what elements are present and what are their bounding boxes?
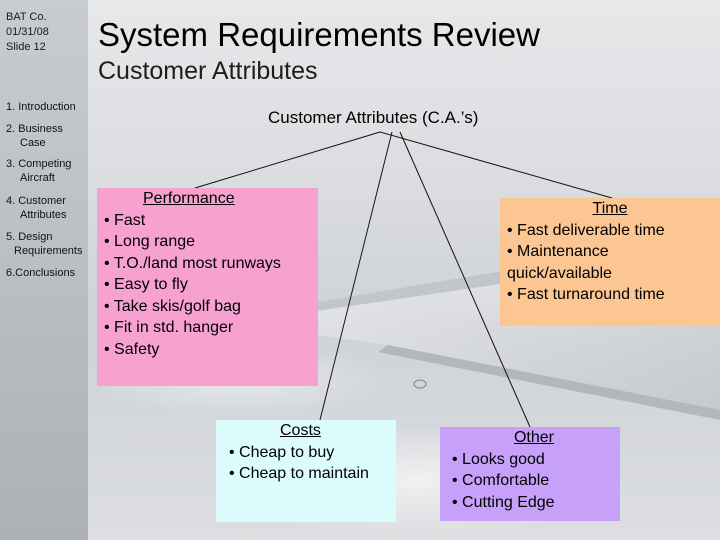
other-box: Other • Looks good • Comfortable • Cutti… [440,427,620,521]
nav-item-label-line2: Attributes [20,209,67,221]
connector-root-other [399,131,531,428]
performance-title: Performance [143,190,235,207]
connector-root-costs [319,131,393,421]
nav-item-introduction[interactable]: 1. Introduction [6,100,76,114]
performance-item: • Safety [104,340,160,358]
performance-box: Performance • Fast • Long range • T.O./l… [97,188,318,386]
nav-item-label-line2: Case [20,137,46,149]
time-item: • Fast turnaround time [507,286,665,303]
time-title: Time [592,200,628,217]
nav-item-label: 1. Introduction [6,101,76,113]
performance-item: • T.O./land most runways [104,254,281,272]
slide-date: 01/31/08 [6,26,49,38]
other-item: • Looks good [452,450,545,468]
time-box: Time • Fast deliverable time • Maintenan… [500,198,720,326]
connector-root-performance [194,131,381,189]
page-subtitle: Customer Attributes [98,57,318,85]
nav-item-label: 6.Conclusions [6,267,76,279]
other-title: Other [513,429,554,446]
nav-item-label-line2: Aircraft [20,172,55,184]
nav-item-design-requirements[interactable]: 5. Design Requirements [6,230,82,258]
company-name: BAT Co. [6,11,47,23]
nav-item-conclusions[interactable]: 6.Conclusions [6,266,75,280]
time-item: • Fast deliverable time [507,221,665,239]
time-item: quick/available [507,264,612,282]
sidebar [0,0,88,540]
tree-root-label: Customer Attributes (C.A.’s) [268,108,479,127]
costs-box: Costs • Cheap to buy • Cheap to maintain [216,420,396,522]
other-item: • Cutting Edge [452,493,555,511]
nav-item-label: 4. Customer [6,195,66,207]
nav-item-label: 2. Business [6,123,63,135]
slide-number: Slide 12 [6,41,46,53]
nav-item-business-case[interactable]: 2. Business Case [6,122,63,150]
performance-item: • Easy to fly [104,276,188,293]
costs-title: Costs [280,422,321,439]
page-title: System Requirements Review [98,16,540,53]
performance-item: • Fit in std. hanger [104,319,234,336]
slide-meta: BAT Co. 01/31/08 Slide 12 [6,10,49,55]
performance-item: • Long range [104,233,196,250]
other-item: • Comfortable [452,472,550,489]
nav-item-customer-attributes[interactable]: 4. Customer Attributes [6,194,66,222]
time-item: • Maintenance [507,243,609,260]
nav-item-label: 5. Design [6,231,53,243]
connector-root-time [379,131,613,199]
nav-item-competing-aircraft[interactable]: 3. Competing Aircraft [6,157,71,185]
nav-item-label: 3. Competing [6,158,72,170]
performance-item: • Fast [104,211,146,229]
performance-item: • Take skis/golf bag [104,297,241,315]
costs-item: • Cheap to maintain [229,465,369,482]
costs-item: • Cheap to buy [229,443,335,461]
nav-item-label-line2: Requirements [14,245,83,257]
